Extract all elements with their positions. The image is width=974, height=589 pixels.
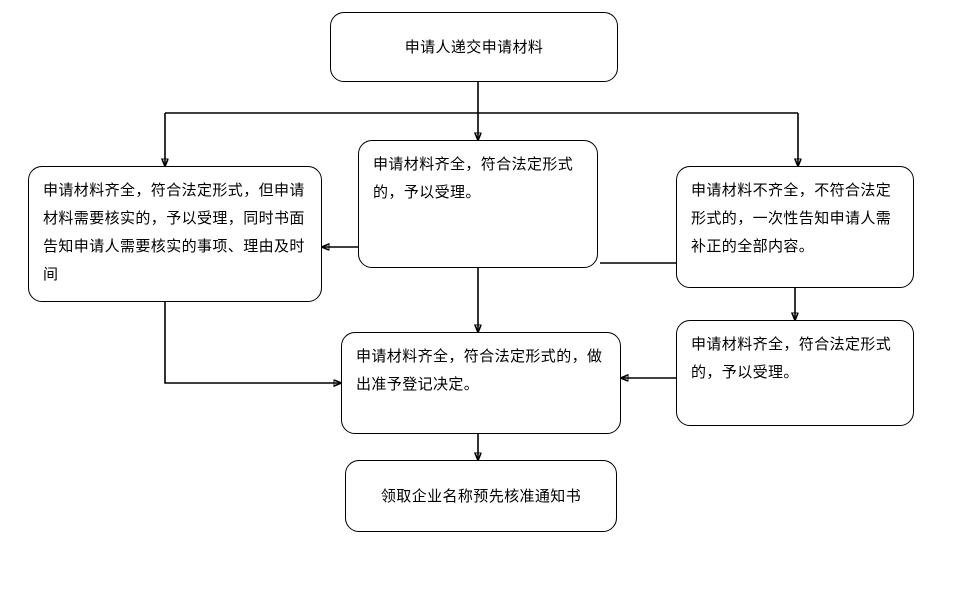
- edge-verify-needed-to-approve: [164, 301, 341, 383]
- node-incomplete-notify-corrections[interactable]: 申请材料不齐全，不符合法定形式的，一次性告知申请人需补正的全部内容。: [676, 166, 914, 288]
- node-receive-preapproval-notice[interactable]: 领取企业名称预先核准通知书: [345, 460, 617, 532]
- node-receive-preapproval-notice-label: 领取企业名称预先核准通知书: [380, 487, 582, 505]
- node-accept-with-verification-label: 申请材料齐全，符合法定形式，但申请材料需要核实的，予以受理，同时书面告知申请人需…: [43, 181, 305, 283]
- node-accept-with-verification[interactable]: 申请材料齐全，符合法定形式，但申请材料需要核实的，予以受理，同时书面告知申请人需…: [28, 166, 322, 302]
- node-accept-after-correction[interactable]: 申请材料齐全，符合法定形式的，予以受理。: [676, 320, 914, 426]
- node-grant-registration-decision[interactable]: 申请材料齐全，符合法定形式的，做出准予登记决定。: [341, 332, 621, 434]
- node-accept-after-correction-label: 申请材料齐全，符合法定形式的，予以受理。: [691, 335, 892, 381]
- node-accept-complete-label: 申请材料齐全，符合法定形式的，予以受理。: [373, 155, 574, 201]
- node-grant-registration-decision-label: 申请材料齐全，符合法定形式的，做出准予登记决定。: [356, 347, 603, 393]
- node-submit-application[interactable]: 申请人递交申请材料: [330, 12, 618, 82]
- node-accept-complete[interactable]: 申请材料齐全，符合法定形式的，予以受理。: [358, 140, 598, 268]
- node-incomplete-notify-corrections-label: 申请材料不齐全，不符合法定形式的，一次性告知申请人需补正的全部内容。: [691, 181, 892, 255]
- node-submit-application-label: 申请人递交申请材料: [404, 38, 544, 56]
